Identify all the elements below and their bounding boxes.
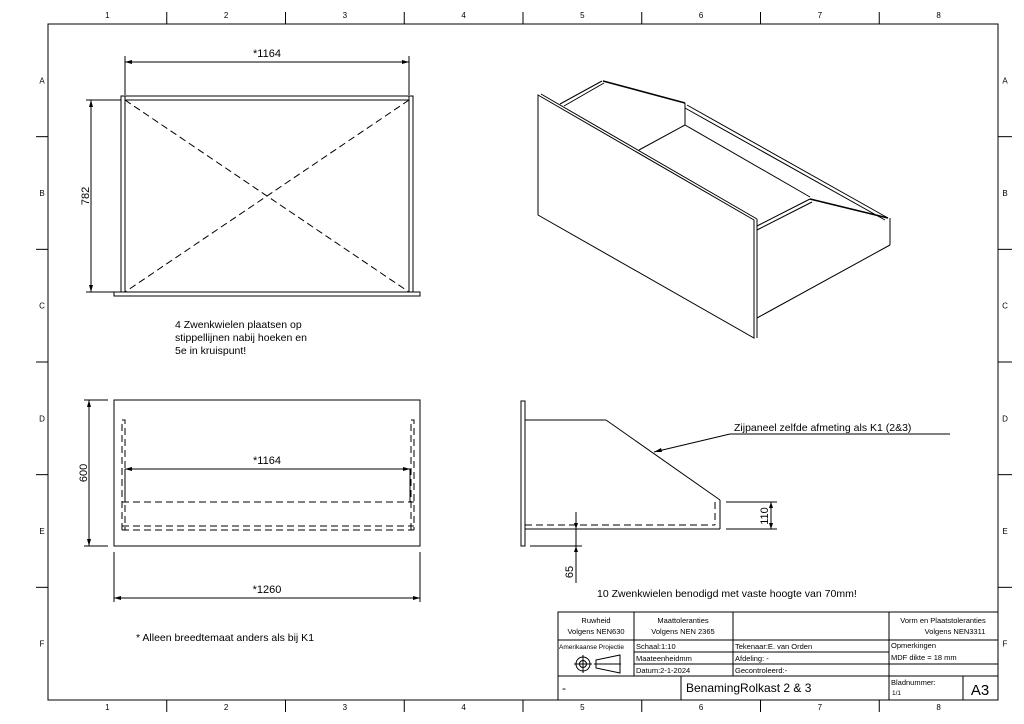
front-outline [113,399,421,547]
row-label: A [1002,76,1008,85]
top-width-dim: *1164 [253,48,281,60]
checked-by: Gecontroleerd:- [735,666,788,675]
scale: Schaal:1:10 [636,642,676,651]
column-label: 7 [818,11,823,20]
vorm-label: Vorm en Plaatstoleranties [900,616,986,625]
dim-110: 110 [759,507,771,525]
sheet-number: 1/1 [892,690,901,697]
column-label: 6 [699,11,704,20]
ruwheid-label: Ruwheid [581,616,610,625]
width-note: * Alleen breedtemaat anders als bij K1 [136,632,314,644]
note-line: 4 Zwenkwielen plaatsen op [175,319,302,331]
row-label: D [1002,414,1008,423]
front-inner-width-dim: *1164 [253,455,281,467]
side-front-panel [520,400,526,547]
date: Datum:2-1-2024 [636,666,690,675]
column-label: 8 [936,703,941,712]
row-label: C [39,302,45,311]
drawing-title: BenamingRolkast 2 & 3 [686,681,812,695]
top-view: *1164 782 4 Zwenkwielen plaatsen op stip… [80,48,421,357]
front-height-dim: 600 [78,464,90,482]
column-label: 3 [343,11,348,20]
department: Afdeling: - [735,654,769,663]
row-label: B [1002,189,1007,198]
diagonal-line [124,99,410,293]
casters-note: 10 Zwenkwielen benodigd met vaste hoogte… [597,588,857,600]
row-label: E [1002,527,1007,536]
row-label: B [39,189,44,198]
sheet-format: A3 [971,682,989,699]
column-label: 3 [343,703,348,712]
column-label: 2 [224,703,229,712]
column-label: 8 [936,11,941,20]
projection-label: Amerikaanse Projectie [559,644,624,651]
front-outer-width-dim: *1260 [253,584,282,596]
side-panel-callout: Zijpaneel zelfde afmeting als K1 (2&3) [734,422,911,434]
row-label: D [39,414,45,423]
maattoleranties-label: Maattoleranties [657,616,709,625]
ruwheid-standard: Volgens NEN630 [567,627,624,636]
column-label: 4 [461,11,466,20]
sheet-number-label: Bladnummer: [891,678,936,687]
isometric-view [537,80,891,339]
callout-leader [653,433,731,453]
note-line: 5e in kruispunt! [175,345,246,357]
dim-65: 65 [564,566,576,578]
column-label: 1 [105,703,110,712]
top-outline [120,95,414,293]
top-height-dim: 782 [80,187,92,205]
column-label: 5 [580,11,585,20]
column-label: 2 [224,11,229,20]
part-number: - [562,681,566,695]
column-label: 4 [461,703,466,712]
column-label: 1 [105,11,110,20]
column-label: 6 [699,703,704,712]
zone-ticks [36,12,1012,712]
top-base-plate [113,291,421,297]
column-label: 5 [580,703,585,712]
row-label: E [39,527,44,536]
note-line: stippellijnen nabij hoeken en [175,332,307,344]
row-label: F [1003,640,1008,649]
projection-symbol-icon [574,654,621,674]
front-view: *1164 600 *1260 * Alleen breedtemaat and… [78,399,421,644]
title-block: Ruwheid Volgens NEN630 Maattoleranties V… [557,611,999,701]
row-label: C [1002,302,1008,311]
drafter: Tekenaar:E. van Orden [735,642,812,651]
remarks-label: Opmerkingen [891,641,936,650]
remarks-material: MDF dikte = 18 mm [891,653,957,662]
side-view: 110 65 Zijpaneel zelfde afmeting als K1 … [520,400,950,600]
unit: Maateenheidmm [636,654,692,663]
row-label: A [39,76,45,85]
column-label: 7 [818,703,823,712]
front-panel [537,94,755,339]
row-label: F [40,640,45,649]
maattoleranties-standard: Volgens NEN 2365 [651,627,714,636]
vorm-standard: Volgens NEN3311 [925,627,986,636]
